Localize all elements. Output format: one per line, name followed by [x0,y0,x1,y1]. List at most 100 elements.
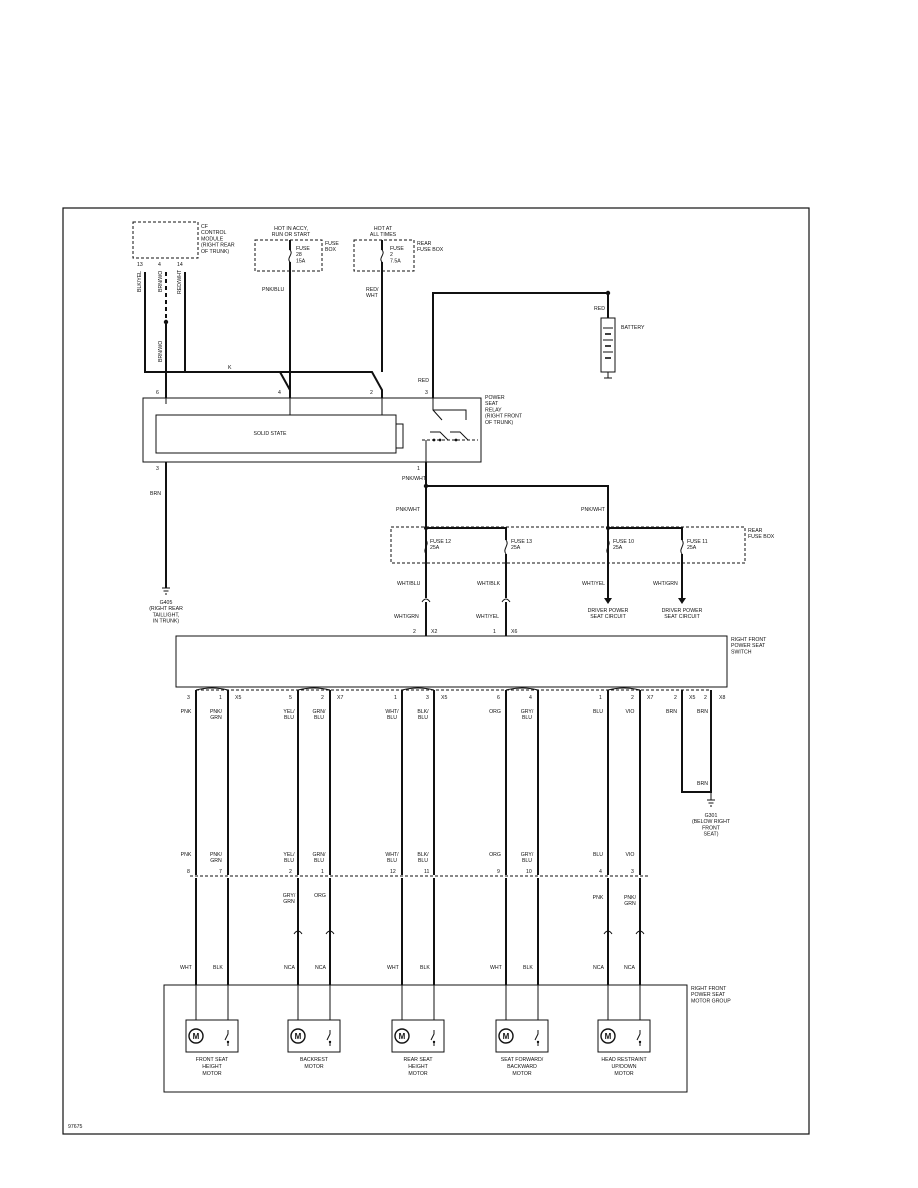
power-seat-relay: 6 4 2 3 RED SOLID STATE POWERSEATRELAY(R… [142,378,523,472]
motor-label-line: HEIGHT [202,1064,222,1070]
g301-label-line: G301 [705,813,718,819]
fuse-out-wht-blk: WHT/BLK [477,581,501,587]
motor-label-line: HEAD RESTRAINT [601,1057,647,1063]
lc1-a-line: PNK [181,852,192,858]
lc2-a: YEL/BLU [283,852,295,864]
fuse-out-wht-grn: WHT/GRN [653,581,678,587]
lc2-b-line: BLU [314,858,324,864]
motor-group-label-line: POWER SEAT [691,992,726,998]
g405-label-line: TAILLIGHT, [153,612,180,618]
gnd-pin-a: 2 [674,695,677,701]
ground-g301-branch: 2 X5 2 X8 BRN BRN BRN G301(BELOW RIGHTFR… [666,690,731,838]
lower-connector: PNK PNK/GRN YEL/BLU GRN/BLU WHT/BLU BLK/… [181,852,648,877]
svg-text:WHT: WHT [387,965,400,971]
svg-text:3: 3 [631,869,634,875]
relay-label-line: RELAY [485,407,502,413]
svg-text:9: 9 [497,869,500,875]
motor-label-line: MOTOR [202,1071,221,1077]
fuse-28-heading-line: HOT IN ACCY, [274,226,308,232]
lc5-a-line: BLU [593,852,603,858]
fuse-28-label-line: FUSE [296,246,310,252]
inline5-a-line: PNK [593,895,604,901]
sw5-conn: X7 [647,695,653,701]
svg-text:BLK: BLK [213,965,223,971]
rear-fuse-box-label-line: FUSE BOX [748,534,775,540]
wire-brn-upper: BRN [150,491,161,497]
svg-text:8: 8 [187,869,190,875]
wire-blk-yel: BLK/YEL [137,271,143,292]
relay-label-line: (RIGHT FRONT [485,414,523,420]
inline5-b-line: GRN [624,901,636,907]
motor-symbol: M [605,1032,612,1041]
sw4-pin-a: 6 [497,695,500,701]
svg-text:1: 1 [321,869,324,875]
g405-label-line: G405 [160,600,173,606]
sw-group-3: 1 3 X5 WHT/BLU BLK/BLU [385,695,447,721]
svg-text:NCA: NCA [624,965,635,971]
g301-label-line: SEAT) [704,832,719,838]
sw-in-pin-2: 2 [413,629,416,635]
sw2-conn: X7 [337,695,343,701]
relay-label-line: OF TRUNK) [485,420,513,426]
svg-text:7: 7 [219,869,222,875]
svg-text:NCA: NCA [315,965,326,971]
g301-label-line: (BELOW RIGHT [692,819,731,825]
sw5-wire-a: BLU [593,709,603,715]
wire-pnk-wht-1: PNK/WHT [402,476,427,482]
diagram-frame [62,207,810,1135]
motor-feed-wires [195,878,645,1030]
fuse-28-heading: HOT IN ACCY,RUN OR START [272,226,311,238]
power-seat-switch [175,635,728,688]
lc3-b: BLK/BLU [417,852,429,864]
relay-pin-bottom-3: 3 [156,466,159,472]
sw-group-1: 3 1 X5 PNK PNK/GRN [181,695,242,721]
gnd-conn-b: X8 [719,695,725,701]
motor-label-line: HEIGHT [408,1064,428,1070]
fuse-out-wht-yel: WHT/YEL [582,581,605,587]
sw2-wire-a-line: BLU [284,715,294,721]
sw1-pin-b: 1 [219,695,222,701]
g405-label-line: IN TRUNK) [153,619,179,625]
sw2-wire-b-line: GRN/ [313,709,327,715]
sw1-wire-b-line: PNK/ [210,709,223,715]
rear-fuse-box-label-line: REAR [748,528,763,534]
fuse-2-label-line: 2 [390,252,393,258]
sw3-wire-a-line: WHT/ [385,709,399,715]
fuse-box-label-line: BOX [325,247,336,253]
switch-label-line: SWITCH [731,649,752,655]
g405-label-line: (RIGHT REAR [149,606,183,612]
fuse-2-label-line: 7.5A [390,258,401,264]
motor-label-line: SEAT FORWARD/ [501,1057,544,1063]
relay-pin-2: 2 [370,390,373,396]
switch-label-line: RIGHT FRONT [731,637,767,643]
relay-pin-3: 3 [425,390,428,396]
sw4-wire-a: ORG [489,709,501,715]
wire-k: K [228,365,232,371]
switch-output-wires [195,687,641,875]
motor-symbol: M [193,1032,200,1041]
lc1-b-line: GRN [210,858,222,864]
lc1-b-line: PNK/ [210,852,223,858]
svg-text:12: 12 [390,869,396,875]
lc3-a: WHT/BLU [385,852,399,864]
lc2-b: GRN/BLU [313,852,327,864]
wire-pnk-wht-2: PNK/WHT [396,507,421,513]
fuse-11-line: FUSE 11 [687,539,708,545]
fuse-10-line: FUSE 10 [613,539,634,545]
inline2-a-line: GRY/ [283,893,296,899]
control-module-label-line: MODULE [201,236,224,242]
fuse-11-line: 25A [687,545,697,551]
